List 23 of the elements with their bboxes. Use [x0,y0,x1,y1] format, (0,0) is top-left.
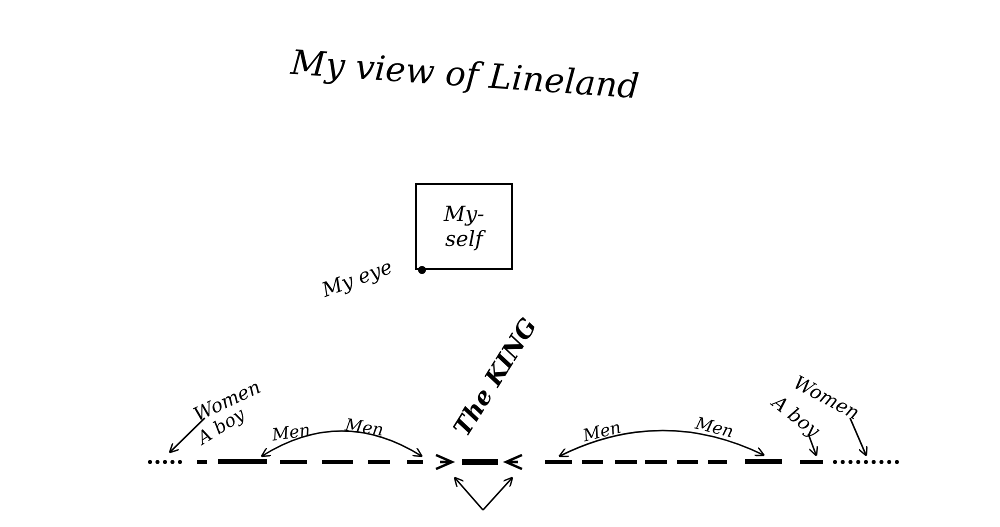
line-segment [545,460,572,464]
arrow [558,430,766,458]
dotted-line-segment [833,460,899,464]
line-segment [218,459,267,464]
self-box: My- self [415,183,513,270]
arrow [849,418,868,457]
line-segment [407,460,423,464]
arrow [168,417,206,454]
figure-label: Men [694,416,735,442]
line-segment [800,460,823,464]
figure-label: Men [344,417,384,440]
arrow [482,476,514,511]
king-segment [462,459,498,465]
arrow [808,434,818,457]
line-segment [745,459,782,464]
figure-label: My eye [319,256,395,300]
figure-label: Men [271,422,312,445]
eye-dot [418,266,426,274]
title: My view of Lineland [288,44,642,106]
arrow [260,430,423,458]
arrow [454,476,484,511]
figure-label: Men [582,420,623,446]
dotted-line-segment [148,460,182,464]
